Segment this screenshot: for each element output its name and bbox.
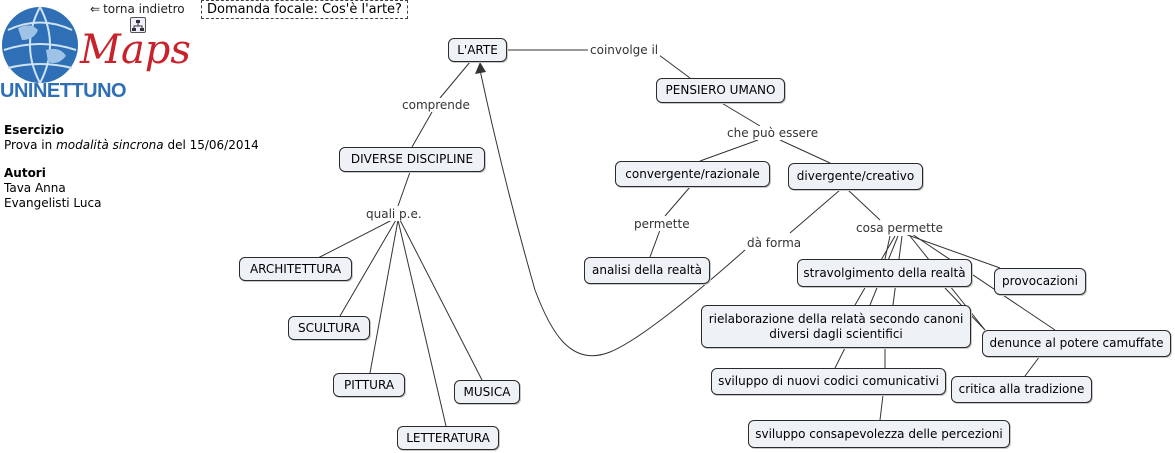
concept-map-icon[interactable] — [130, 17, 146, 33]
concept-convergente[interactable]: convergente/razionale — [615, 161, 770, 187]
concept-arte[interactable]: L'ARTE — [448, 38, 507, 62]
link-comprende: comprende — [400, 98, 472, 112]
edge-comprende-discipline — [411, 111, 433, 148]
exercise-description: Prova in modalità sincrona del 15/06/201… — [4, 138, 259, 152]
concept-stravolgimento[interactable]: stravolgimento della realtà — [797, 259, 972, 287]
author-1: Tava Anna — [4, 181, 66, 195]
arrow-left-icon: ⇐ — [90, 2, 101, 16]
edge-puo-divergente — [779, 139, 831, 164]
exercise-title: Esercizio — [4, 123, 64, 137]
edge-cosa-denunce — [911, 233, 1056, 331]
edge-permette-analisi — [649, 229, 661, 258]
concept-musica[interactable]: MUSICA — [454, 380, 520, 404]
concept-divergente[interactable]: divergente/creativo — [788, 163, 923, 190]
edge-rielab-codici — [834, 347, 846, 369]
concept-architettura[interactable]: ARCHITETTURA — [239, 257, 352, 281]
back-link[interactable]: ⇐torna indietro — [90, 2, 185, 16]
edge-discipline-quali — [397, 171, 411, 207]
focal-question: Domanda focale: Cos'è l'arte? — [201, 0, 408, 19]
authors-title: Autori — [4, 166, 46, 180]
concept-letteratura[interactable]: LETTERATURA — [397, 426, 499, 450]
concept-provocazioni[interactable]: provocazioni — [994, 268, 1086, 295]
edge-quali-letteratura — [397, 219, 447, 427]
edge-quali-scultura — [339, 219, 397, 317]
link-coinvolge: coinvolge il — [588, 43, 661, 57]
edge-puo-convergente — [699, 139, 759, 162]
edge-quali-architettura — [317, 219, 393, 259]
edge-coinvolge-pensiero — [654, 51, 691, 79]
link-permette: permette — [632, 217, 692, 231]
concept-pensiero-umano[interactable]: PENSIERO UMANO — [656, 78, 785, 103]
edge-divergente-daforma — [789, 189, 841, 234]
logo-uninettuno-text: UNINETTUNO — [0, 80, 127, 102]
concept-analisi-realta[interactable]: analisi della realtà — [584, 257, 710, 284]
link-da-forma: dà forma — [745, 236, 804, 250]
edge-divergente-cosa — [847, 189, 881, 221]
link-cosa-permette: cosa permette — [854, 221, 945, 235]
link-puo-essere: che può essere — [725, 126, 821, 140]
edge-quali-musica — [399, 219, 483, 381]
concept-codici-comunicativi[interactable]: sviluppo di nuovi codici comunicativi — [711, 368, 946, 395]
concept-critica-tradizione[interactable]: critica alla tradizione — [951, 376, 1092, 403]
logo-maps-text: Maps — [80, 27, 191, 73]
edge-quali-pittura — [369, 219, 399, 374]
back-link-label: torna indietro — [103, 2, 185, 16]
edge-arte-comprende — [439, 61, 471, 99]
edge-daforma-arte — [479, 69, 746, 357]
concept-consapevolezza[interactable]: sviluppo consapevolezza delle percezioni — [748, 420, 1010, 448]
author-2: Evangelisti Luca — [4, 196, 102, 210]
uninettuno-logo — [2, 6, 78, 84]
edge-denunce-critica — [1024, 355, 1041, 377]
arrowhead-arte — [475, 62, 486, 74]
concept-diverse-discipline[interactable]: DIVERSE DISCIPLINE — [339, 147, 485, 172]
concept-scultura[interactable]: SCULTURA — [288, 316, 370, 340]
concept-pittura[interactable]: PITTURA — [333, 373, 405, 397]
edge-rielab-consap — [879, 394, 884, 421]
edge-convergente-permette — [664, 186, 691, 217]
concept-rielaborazione[interactable]: rielaborazione della relatà secondo cano… — [701, 305, 971, 348]
edge-pensiero-puo — [719, 101, 761, 127]
concept-denunce[interactable]: denunce al potere camuffate — [982, 330, 1171, 357]
edge-cosa-stravolgimento — [884, 235, 891, 260]
link-quali: quali p.e. — [364, 207, 424, 221]
